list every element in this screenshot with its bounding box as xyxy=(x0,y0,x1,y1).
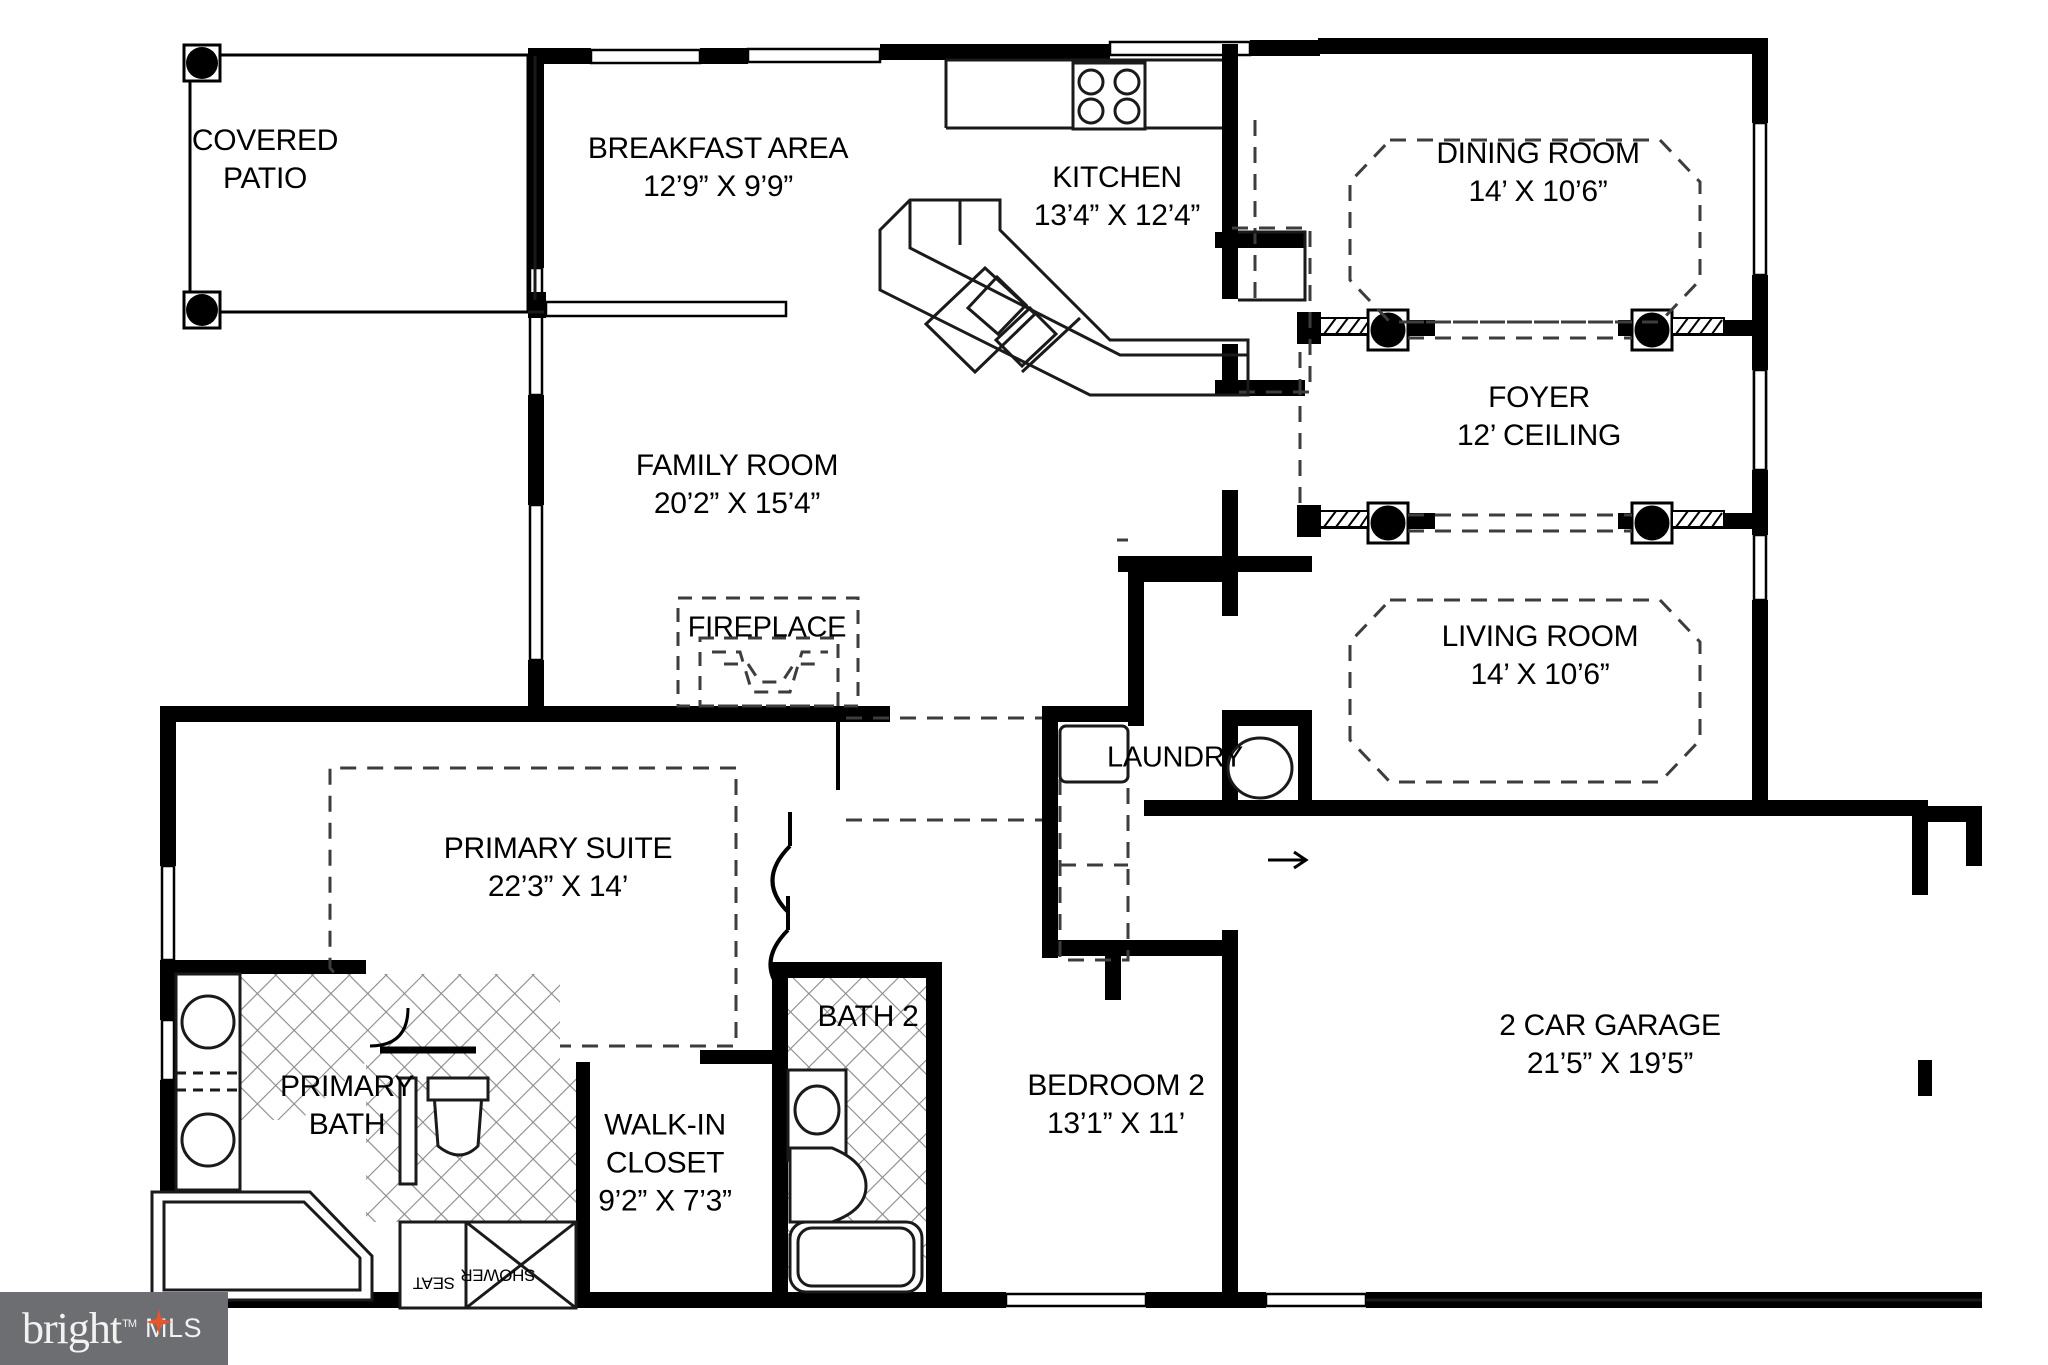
bath2-fixtures xyxy=(786,1068,924,1294)
refrigerator-niche xyxy=(1238,230,1307,302)
foyer-columns xyxy=(1319,308,1725,545)
foyer-column-1 xyxy=(1366,308,1410,352)
foyer-column-2 xyxy=(1630,308,1674,352)
kitchen-island xyxy=(878,198,1250,397)
foyer-column-4 xyxy=(1630,501,1674,545)
kitchen-counters xyxy=(878,58,1250,397)
primary-suite-doors xyxy=(768,706,840,998)
primary-bath-fixtures xyxy=(150,972,578,1310)
door-swings xyxy=(369,850,1309,1064)
patio-column-sw xyxy=(182,290,222,330)
powder-sink xyxy=(1226,736,1294,800)
cooktop xyxy=(1071,61,1147,131)
laundry-fixtures xyxy=(1058,724,1130,784)
patio-column-nw xyxy=(182,43,222,83)
trademark-symbol: TM xyxy=(122,1318,137,1331)
foyer-column-3 xyxy=(1366,501,1410,545)
bright-mls-watermark: brightTM MLS xyxy=(0,1292,228,1365)
mls-suffix: MLS xyxy=(145,1313,203,1343)
brand-wordmark: brightTM xyxy=(22,1303,172,1354)
